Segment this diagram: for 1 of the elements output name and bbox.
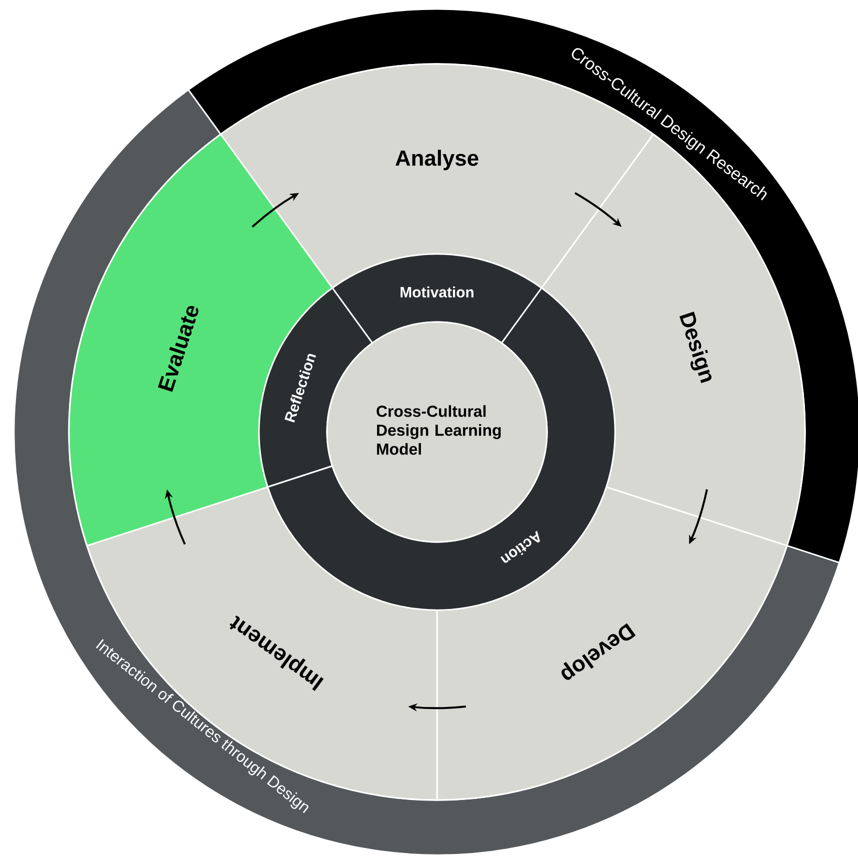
inner-ring-segment: Motivation: [332, 253, 542, 344]
